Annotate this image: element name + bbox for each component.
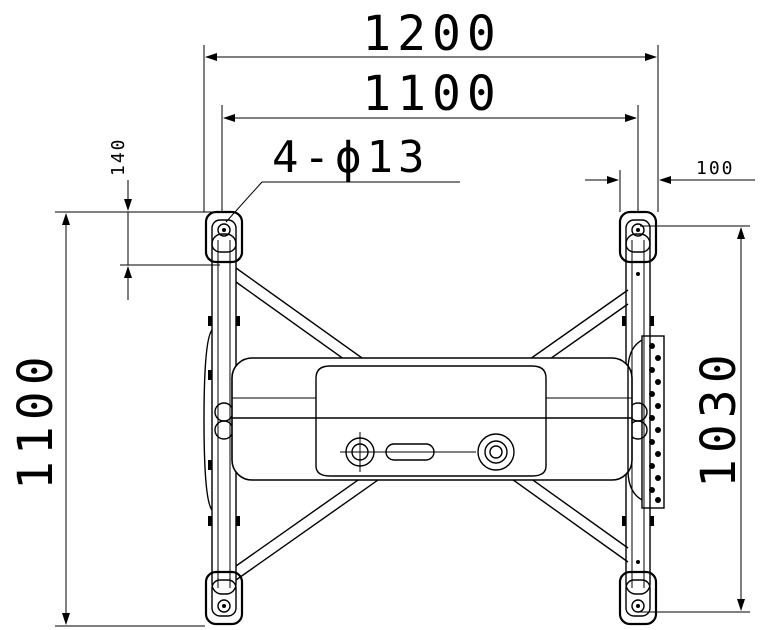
mounting-hole-center	[636, 228, 640, 232]
lower-panel	[315, 418, 547, 477]
dimension-hole-pitch-y: 1030	[640, 225, 750, 613]
bracket-bolts	[649, 343, 661, 503]
central-body	[231, 357, 633, 481]
mounting-hole	[631, 599, 645, 613]
dimension-label-1030: 1030	[691, 348, 747, 488]
foot-top-right	[618, 210, 658, 264]
dimension-hole-pitch-x: 1100	[221, 66, 639, 212]
foot-inner	[625, 219, 651, 253]
mounting-hole	[217, 599, 231, 613]
dimension-overall-depth: 1100	[8, 211, 205, 627]
leader-line	[225, 181, 263, 223]
dimension-hole-offset: 140	[108, 137, 220, 300]
right-rail-dot-bottom	[636, 560, 640, 564]
foot-bottom-left	[204, 570, 244, 626]
foot-outline	[204, 210, 244, 264]
foot-outline	[618, 570, 658, 626]
foot-outline	[204, 570, 244, 626]
hole-callout: 4-ϕ13	[225, 132, 460, 223]
mounting-hole-center	[636, 604, 640, 608]
dimension-label-100: 100	[696, 158, 735, 179]
foot-top-left	[204, 210, 244, 264]
fitting-right-core	[489, 445, 503, 459]
foot-bottom-right	[618, 570, 658, 626]
mounting-hole	[217, 223, 231, 237]
dimension-label-140: 140	[108, 137, 129, 176]
foot-inner	[625, 579, 651, 617]
bracket-curve	[627, 339, 643, 501]
body-fittings	[340, 432, 515, 472]
dimension-label-1100-left: 1100	[8, 350, 64, 490]
mounting-hole-center	[222, 228, 226, 232]
foot-outline	[618, 210, 658, 264]
dimension-label-1100-top: 1100	[362, 66, 502, 122]
right-rail-dot-top	[636, 272, 640, 276]
body-outline	[231, 357, 633, 481]
side-bracket	[627, 335, 665, 509]
foot-inner	[211, 219, 237, 253]
bracket-outline	[641, 335, 665, 509]
left-rail-bulge	[203, 329, 213, 511]
upper-panel	[315, 365, 547, 418]
foot-inner	[211, 579, 237, 617]
dimension-label-1200: 1200	[362, 6, 502, 62]
fitting-right	[477, 433, 515, 471]
hole-spec-label: 4-ϕ13	[272, 132, 429, 183]
dimension-overall-width: 1200	[203, 6, 659, 212]
dimension-side-offset: 100	[585, 158, 755, 212]
mounting-hole-center	[222, 604, 226, 608]
fitting-right-inner	[484, 440, 508, 464]
mounting-hole	[631, 223, 645, 237]
